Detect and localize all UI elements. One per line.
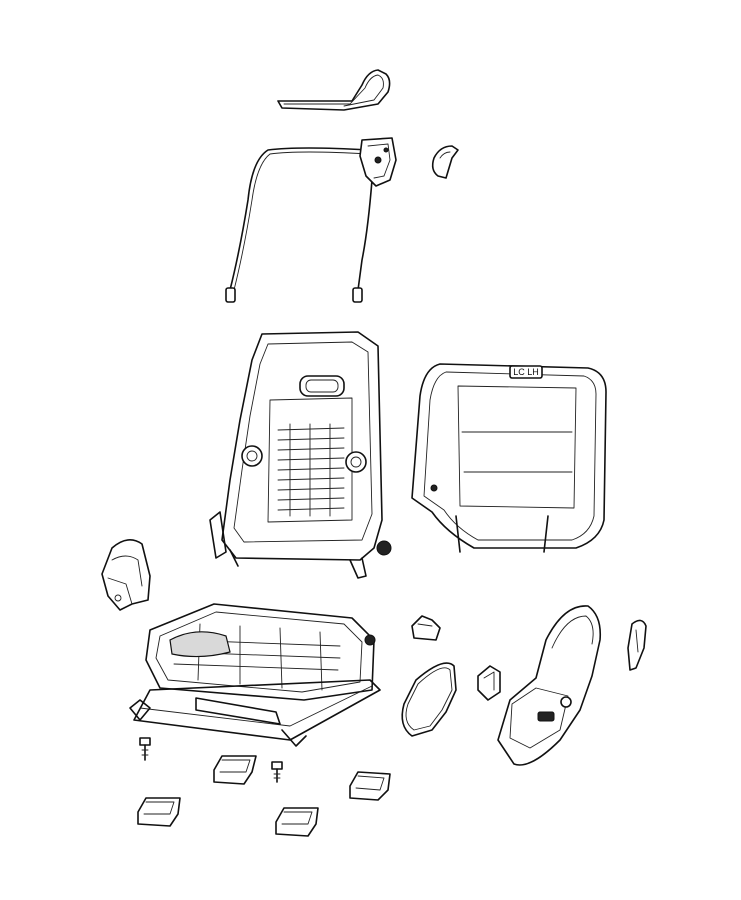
trim-clip — [431, 145, 459, 179]
track-cover-3 — [137, 797, 181, 827]
seat-cushion-frame — [129, 603, 381, 747]
track-cover-1 — [213, 755, 257, 785]
upper-wire-frame — [277, 69, 391, 111]
track-cover-2 — [349, 771, 391, 801]
connector-bracket — [477, 665, 501, 701]
bolt-center — [271, 761, 283, 783]
lumbar-cable-assembly — [225, 137, 397, 303]
recliner-handle — [627, 619, 647, 671]
seat-back-frame — [209, 331, 392, 579]
pad-part-label: LC LH — [513, 367, 539, 377]
bolt-left — [139, 737, 151, 761]
side-shield-right — [497, 605, 602, 766]
seat-back-pad: LC LH — [411, 363, 607, 553]
side-shield-left — [101, 539, 151, 611]
wire-harness-loop — [401, 662, 457, 737]
lumbar-grid — [277, 423, 345, 517]
track-cover-4 — [275, 807, 319, 837]
bracket-small — [411, 615, 441, 641]
